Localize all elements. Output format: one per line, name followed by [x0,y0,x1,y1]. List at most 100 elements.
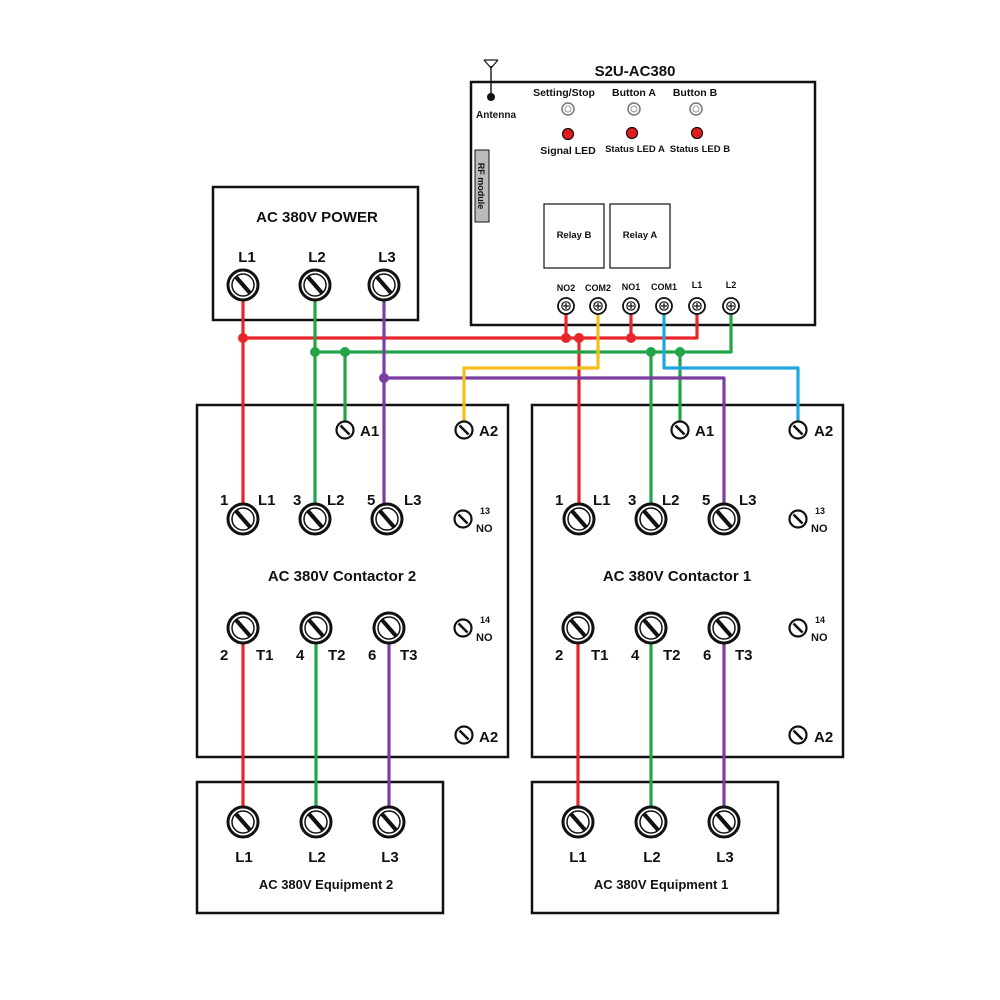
receiver-module: S2U-AC380 Antenna RF module Setting/Stop… [469,59,817,327]
button-a[interactable] [627,102,641,116]
contactor-2-out6-num: 6 [368,647,376,664]
terminal-no2-label: NO2 [557,283,576,293]
contactor-1-in1-num: 1 [555,492,563,509]
equipment-2-l2-label: L2 [308,849,326,866]
terminal-com1-label: COM1 [651,282,677,292]
setting-stop-label: Setting/Stop [533,87,595,99]
contactor-1-t1-screw-icon [561,611,595,645]
equipment-2-title: AC 380V Equipment 2 [259,877,393,892]
contactor-2-in1-label: L1 [258,492,276,509]
com2-terminal-icon [589,297,607,315]
contactor-1-aux14-label: NO [811,632,828,644]
contactor-1-out2-num: 2 [555,647,563,664]
junction-dot [310,347,320,357]
contactor-1-a2-top-label: A2 [814,423,833,440]
contactor-1-out6-label: T3 [735,647,753,664]
wire-l1-bus [241,285,699,340]
no1-terminal-icon [622,297,640,315]
button-b[interactable] [689,102,703,116]
contactor-2-out2-num: 2 [220,647,228,664]
power-l2-label: L2 [308,249,326,266]
contactor-1-out4-label: T2 [663,647,681,664]
equipment-1: L1 L2 L3 AC 380V Equipment 1 [530,780,780,915]
contactor-1-t2-screw-icon [634,611,668,645]
contactor-1-out4-num: 4 [631,647,640,664]
equipment-2-box [195,780,445,915]
contactor-1-in3-label: L2 [662,492,680,509]
contactor-2-out4-label: T2 [328,647,346,664]
contactor-1: AC 380V Contactor 1 A1 A2 A2 1 L1 3 L2 5… [530,403,845,759]
contactor-2-in5-num: 5 [367,492,375,509]
equipment-2-l3-screw-icon [372,805,406,839]
junction-dot [646,347,656,357]
setting-stop-button[interactable] [561,102,575,116]
contactor-2-l2-screw-icon [298,502,332,536]
equipment-2-l1-label: L1 [235,849,253,866]
l2-terminal-icon [722,297,740,315]
equipment-1-l2-label: L2 [643,849,661,866]
contactor-1-aux13-label: NO [811,523,828,535]
contactor-1-l3-screw-icon [707,502,741,536]
contactor-2-a2-bottom-label: A2 [479,729,498,746]
contactor-2-in3-num: 3 [293,492,301,509]
contactor-2-l3-screw-icon [370,502,404,536]
contactor-2-aux14-screw-icon [453,618,473,638]
contactor-2-out4-num: 4 [296,647,305,664]
equipment-1-l3-screw-icon [707,805,741,839]
receiver-title: S2U-AC380 [595,63,676,80]
l1-terminal-icon [688,297,706,315]
contactor-2: AC 380V Contactor 2 A1 A2 A2 1 L1 3 L2 5… [195,403,510,759]
wires [238,285,800,820]
power-title: AC 380V POWER [256,209,378,226]
contactor-2-a1-screw-icon [335,420,355,440]
relay-a [609,203,671,269]
contactor-2-t3-screw-icon [372,611,406,645]
contactor-1-aux13-screw-icon [788,509,808,529]
relay-a-label: Relay A [623,230,658,241]
contactor-1-aux14-num: 14 [815,615,825,625]
contactor-2-in5-label: L3 [404,492,422,509]
contactor-1-aux13-num: 13 [815,506,825,516]
com1-terminal-icon [655,297,673,315]
button-b-label: Button B [673,87,718,99]
contactor-2-a2-top-label: A2 [479,423,498,440]
junction-dot [574,333,584,343]
contactor-1-out2-label: T1 [591,647,609,664]
power-l3-screw-icon [367,268,401,302]
contactor-1-a1-label: A1 [695,423,714,440]
rf-module-label: RF module [476,163,486,210]
contactor-1-title: AC 380V Contactor 1 [603,568,751,585]
contactor-2-aux13-screw-icon [453,509,473,529]
contactor-2-in1-num: 1 [220,492,228,509]
status-led-a [625,126,639,140]
status-led-a-label: Status LED A [605,144,665,155]
contactor-2-aux13-label: NO [476,523,493,535]
contactor-2-box [195,403,510,759]
junction-dot [379,373,389,383]
contactor-2-l1-screw-icon [226,502,260,536]
equipment-1-l1-label: L1 [569,849,587,866]
status-led-b [690,126,704,140]
equipment-1-box [530,780,780,915]
terminal-l1-label: L1 [692,280,703,290]
wire-com2-to-a2-contactor-2 [462,306,600,428]
equipment-2-l2-screw-icon [299,805,333,839]
relay-b [543,203,605,269]
contactor-1-aux14-screw-icon [788,618,808,638]
contactor-1-a1-screw-icon [670,420,690,440]
contactor-1-in1-label: L1 [593,492,611,509]
equipment-1-l2-screw-icon [634,805,668,839]
contactor-2-title: AC 380V Contactor 2 [268,568,416,585]
contactor-1-in5-label: L3 [739,492,757,509]
contactor-1-a2-bottom-label: A2 [814,729,833,746]
junction-dot [340,347,350,357]
contactor-2-out2-label: T1 [256,647,274,664]
contactor-1-in3-num: 3 [628,492,636,509]
terminal-l2-label: L2 [726,280,737,290]
contactor-1-in5-num: 5 [702,492,710,509]
terminal-no1-label: NO1 [622,282,641,292]
contactor-1-a2-top-screw-icon [788,420,808,440]
contactor-1-l2-screw-icon [634,502,668,536]
junction-dot [675,347,685,357]
